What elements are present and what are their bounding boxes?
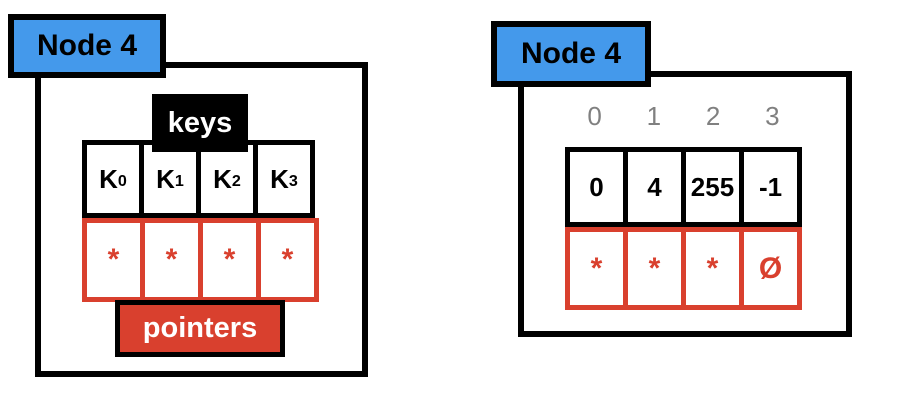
value-cell-3: -1 [739, 147, 802, 227]
asterisk-glyph: * [107, 243, 120, 276]
pointer-cell-1: * [623, 227, 686, 310]
pointer-cell-2: * [681, 227, 744, 310]
index-label-2: 2 [705, 101, 721, 131]
pointer-cell-1: * [140, 218, 203, 302]
null-pointer-glyph: Ø [758, 251, 783, 285]
keys-label: keys [152, 94, 248, 152]
asterisk-glyph: * [281, 243, 294, 276]
asterisk-glyph: * [706, 251, 719, 285]
null-pointer-cell: Ø [739, 227, 802, 310]
pointer-cell-3: * [256, 218, 319, 302]
right-node-label: Node 4 [491, 21, 651, 87]
asterisk-glyph: * [648, 251, 661, 285]
right-node-title: Node 4 [520, 37, 622, 70]
asterisk-glyph: * [223, 243, 236, 276]
value-cell-0: 0 [565, 147, 628, 227]
value-text: 4 [647, 171, 662, 202]
asterisk-glyph: * [165, 243, 178, 276]
left-pointer-row: * * * * [82, 218, 319, 302]
right-value-row: 0 4 255 -1 [565, 147, 802, 227]
index-row: 0 1 2 3 [565, 101, 802, 131]
index-label-1: 1 [646, 101, 662, 131]
index-label-0: 0 [587, 101, 602, 131]
left-node-label: Node 4 [8, 14, 166, 78]
pointer-cell-0: * [565, 227, 628, 310]
asterisk-glyph: * [590, 251, 603, 285]
pointers-label-text: pointers [142, 312, 258, 344]
value-text: 255 [690, 171, 735, 202]
keys-label-text: keys [167, 106, 233, 139]
right-pointer-row: * * * Ø [565, 227, 802, 310]
value-cell-1: 4 [623, 147, 686, 227]
value-text: 0 [589, 171, 604, 202]
value-text: -1 [758, 171, 783, 202]
pointer-cell-2: * [198, 218, 261, 302]
index-label-3: 3 [765, 101, 780, 131]
left-node-title: Node 4 [36, 29, 138, 62]
pointer-cell-0: * [82, 218, 145, 302]
pointers-label: pointers [115, 300, 285, 357]
value-cell-2: 255 [681, 147, 744, 227]
